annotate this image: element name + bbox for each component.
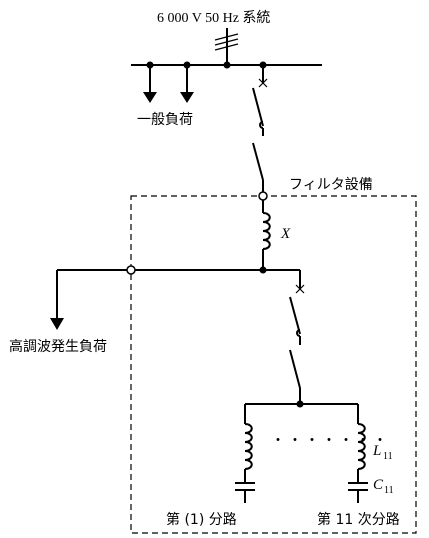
bus-node: [223, 61, 231, 69]
general-load-label: 一般負荷: [137, 112, 193, 128]
filter-disconnector: [289, 349, 301, 404]
branch-node: [296, 400, 304, 408]
reactor-node: [259, 266, 267, 274]
harmonic-load-label: 高調波発生負荷: [9, 338, 107, 355]
three-phase-symbol: [214, 28, 239, 65]
branch-eleventh-label: 第 11 次分路: [317, 511, 400, 528]
c11-subscript: 11: [384, 485, 394, 496]
harmonic-load-arrow: [50, 270, 64, 330]
terminal-node: [258, 191, 268, 201]
feeder-breaker: [252, 61, 268, 136]
reactor-x: [262, 200, 271, 270]
branch-first-label: 第 (1) 分路: [166, 511, 237, 528]
l11-subscript: 11: [383, 451, 393, 462]
filter-enclosure: [130, 195, 417, 534]
system-label: 6 000 V 50 Hz 系統: [157, 10, 270, 26]
filter-breaker: [289, 270, 305, 345]
reactor-x-label: X: [280, 226, 291, 242]
l11-label: L: [372, 443, 381, 459]
branch-1: [235, 404, 255, 503]
feeder-disconnector: [252, 142, 264, 195]
branch-11: [348, 404, 368, 503]
general-load-arrows: [143, 61, 194, 103]
filter-equipment-label: フィルタ設備: [289, 177, 373, 193]
c11-label: C: [373, 477, 384, 493]
harmonic-terminal: [126, 265, 136, 275]
branch-ellipsis: ・・・・・・・: [271, 434, 390, 449]
